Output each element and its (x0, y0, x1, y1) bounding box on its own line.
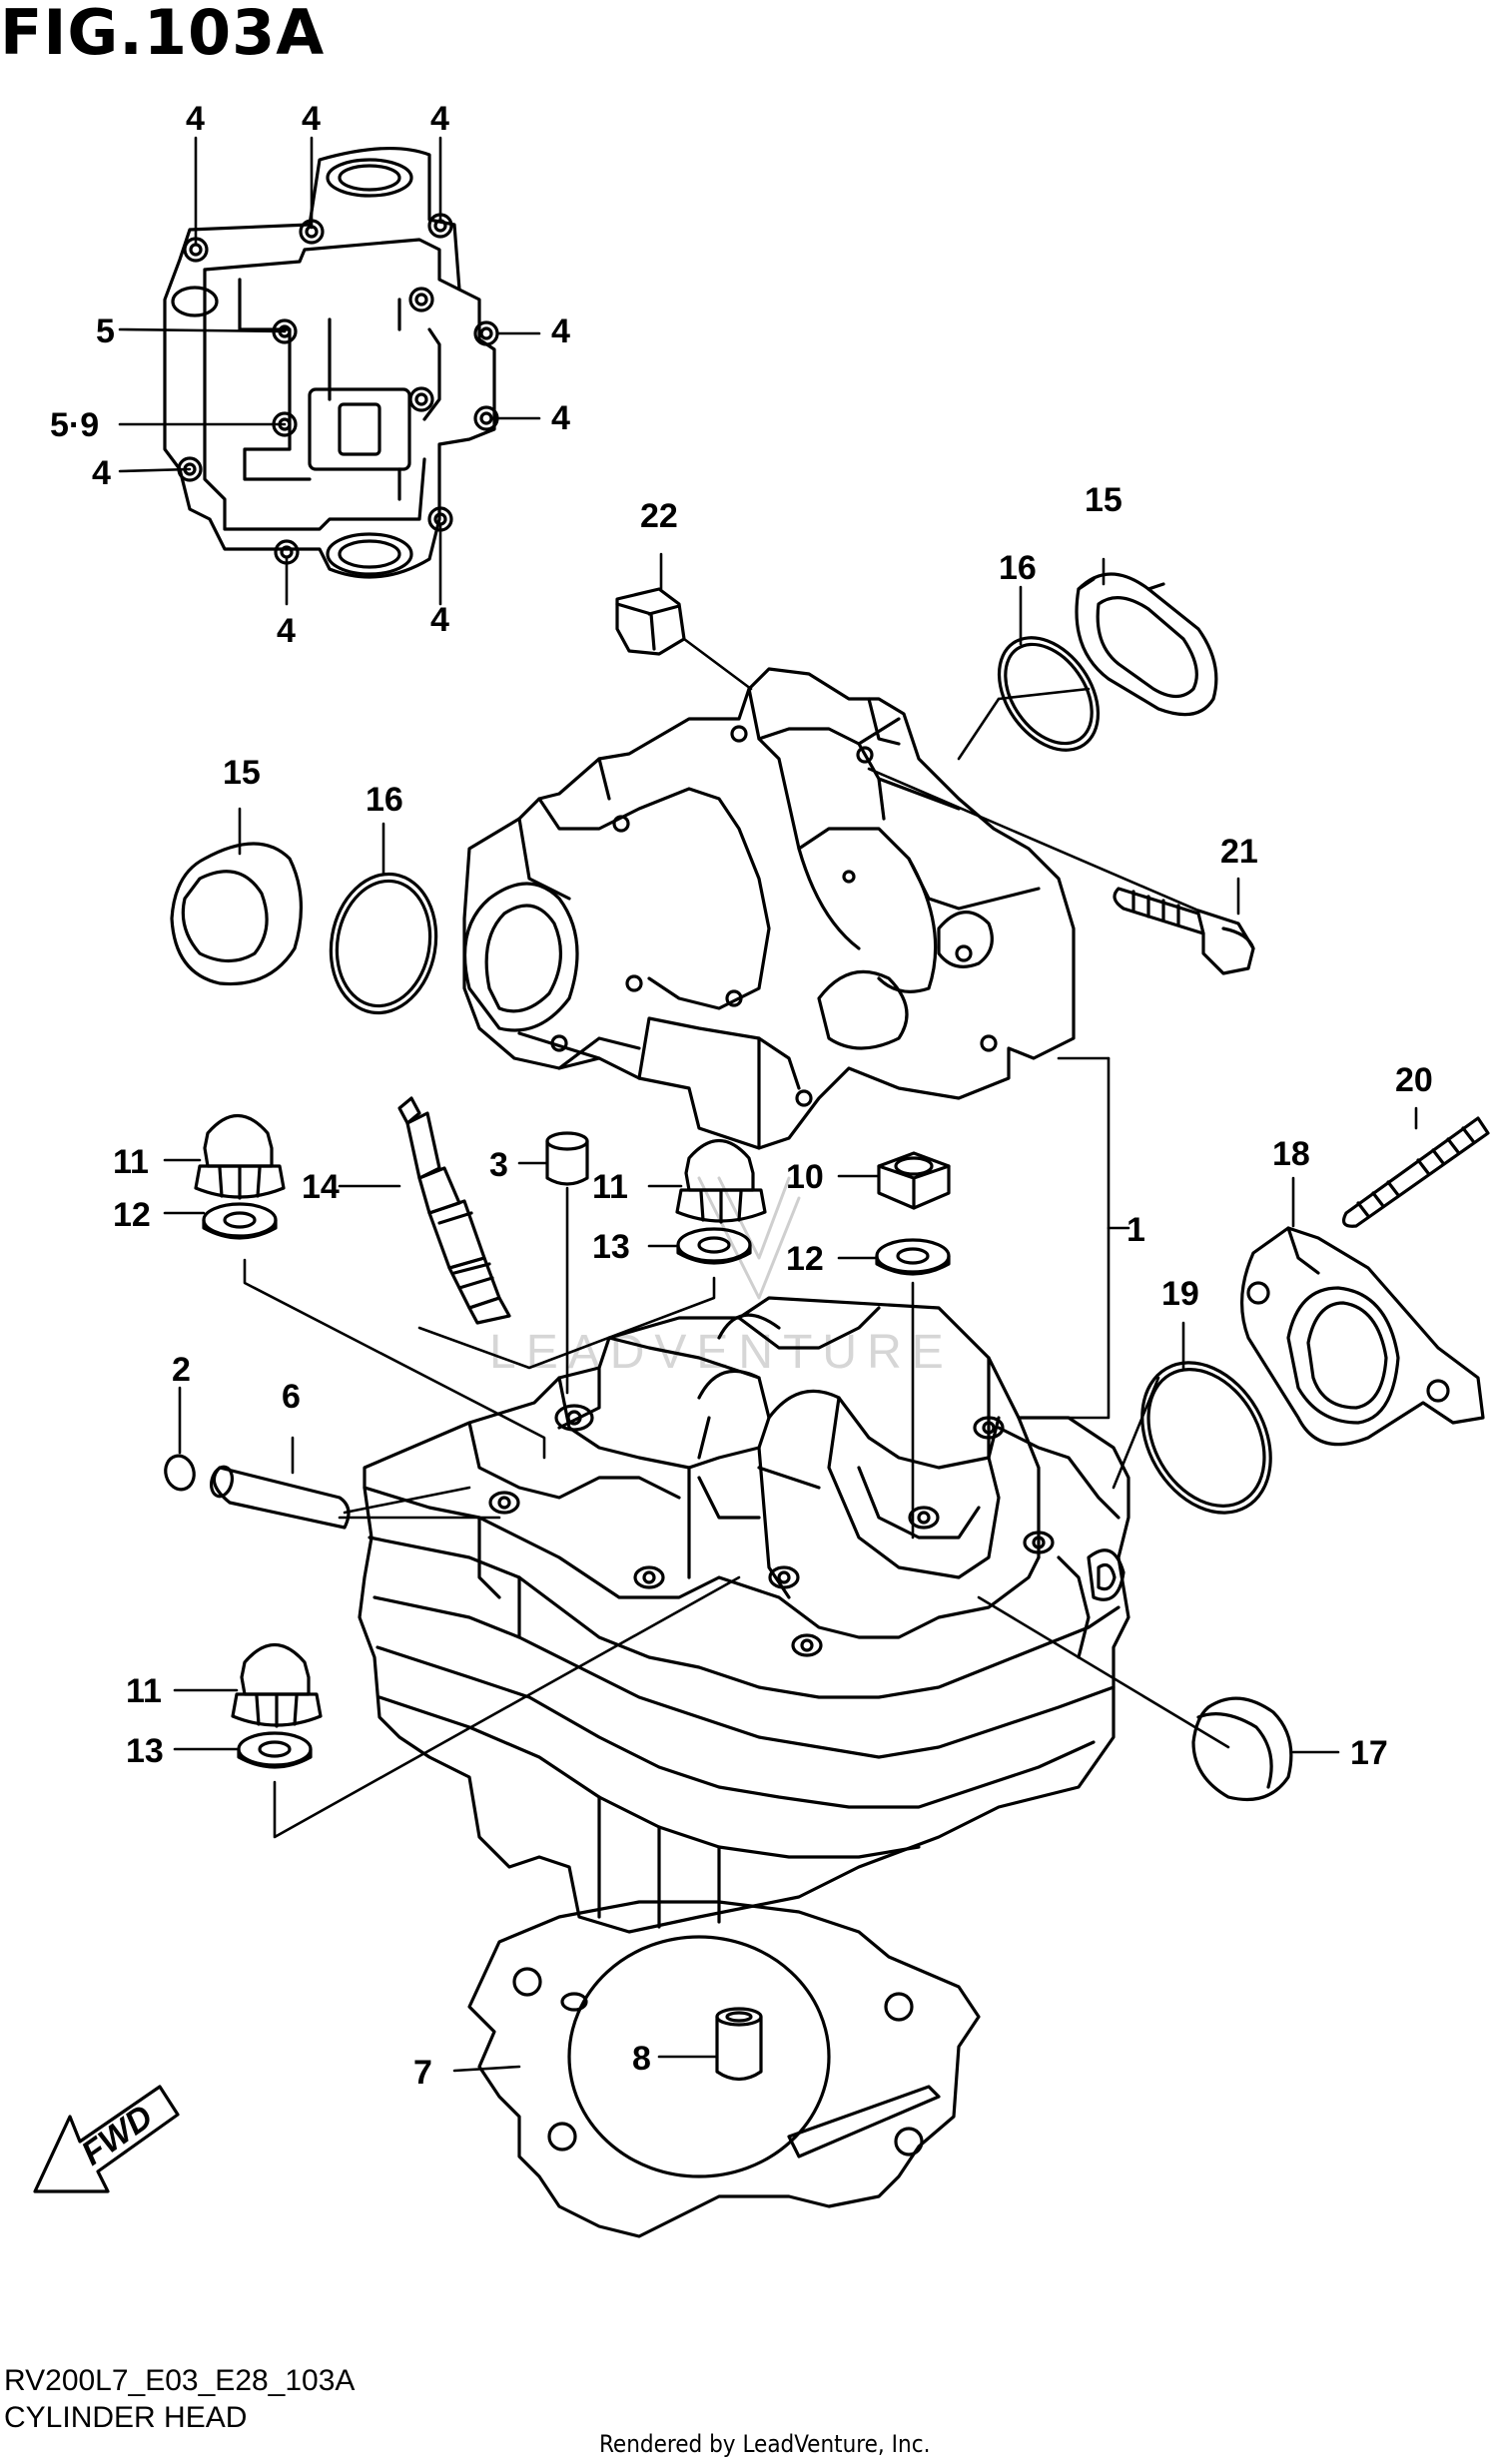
o-ring-2-part (164, 1454, 196, 1492)
callout-13: 13 (126, 1732, 164, 1770)
callout-16: 16 (366, 781, 403, 819)
callout-11: 11 (113, 1143, 149, 1181)
callout-21: 21 (1220, 833, 1258, 871)
callout-20: 20 (1395, 1061, 1433, 1099)
section-name: CYLINDER HEAD (4, 2401, 248, 2434)
dowel-pin-part (715, 2007, 763, 2082)
callout-10: 10 (786, 1158, 824, 1196)
diagram-code: RV200L7_E03_E28_103A (4, 2364, 356, 2397)
callout-labels: 4 4 4 5 5·9 4 4 4 4 4 22 15 16 15 16 21 … (50, 100, 1433, 2092)
callout-4: 4 (186, 100, 205, 138)
callout-11: 11 (126, 1672, 162, 1710)
spark-plug-14-part (397, 1096, 511, 1325)
intake-pipe-18-part (1240, 1226, 1485, 1447)
callout-5-9: 5·9 (50, 406, 99, 444)
callout-12: 12 (113, 1196, 151, 1234)
nut-10-part (877, 1151, 951, 1210)
callout-14: 14 (302, 1168, 340, 1206)
plug-17-part (1191, 1696, 1293, 1802)
callout-22: 22 (640, 497, 678, 535)
valve-cover-leaders (118, 136, 541, 606)
callout-4: 4 (430, 100, 449, 138)
callout-4: 4 (430, 601, 449, 639)
valve-cover-part (163, 146, 499, 579)
o-ring-19-part (1140, 1361, 1272, 1515)
callout-13: 13 (592, 1228, 630, 1266)
fwd-arrow: FWD (33, 2085, 180, 2193)
callout-15: 15 (223, 754, 261, 792)
cylinder-head-part (358, 1296, 1130, 1934)
watermark: LEADVENTURE (489, 1176, 954, 1379)
gasket-part (467, 1900, 981, 2238)
cap-nut-11-c-part (231, 1642, 323, 1728)
cam-housing-part (462, 667, 1076, 1150)
watermark-text: LEADVENTURE (489, 1326, 954, 1379)
callout-16: 16 (999, 549, 1037, 587)
leader-lines (163, 552, 1418, 2073)
callout-5: 5 (96, 312, 115, 350)
washer-13-a-part (676, 1227, 752, 1265)
oil-seal-15-left-part (170, 842, 303, 986)
figure-title: FIG.103A (0, 0, 326, 69)
callout-17: 17 (1350, 1734, 1388, 1772)
o-ring-16-left-part (329, 872, 438, 1015)
callout-19: 19 (1161, 1275, 1199, 1313)
callout-2: 2 (172, 1351, 191, 1389)
callout-1: 1 (1126, 1211, 1145, 1249)
dowel-3-part (545, 1131, 589, 1186)
callout-3: 3 (489, 1146, 508, 1184)
cap-nut-11-b-part (675, 1138, 767, 1224)
stud-20-part (1342, 1116, 1490, 1228)
callout-4: 4 (551, 312, 570, 350)
callout-6: 6 (282, 1378, 301, 1416)
callout-4: 4 (551, 399, 570, 437)
render-credit: Rendered by LeadVenture, Inc. (599, 2430, 931, 2458)
washer-12-b-part (875, 1238, 951, 1276)
cap-nut-11-a-part (194, 1113, 286, 1200)
callout-4: 4 (277, 612, 296, 650)
callout-12: 12 (786, 1240, 824, 1278)
o-ring-16-right-part (997, 636, 1101, 752)
callout-8: 8 (632, 2040, 651, 2078)
callout-11: 11 (592, 1168, 628, 1206)
pipe-6-part (209, 1465, 351, 1530)
oil-seal-15-right-part (1075, 572, 1218, 717)
callout-15: 15 (1085, 481, 1123, 519)
washer-13-b-part (237, 1731, 313, 1769)
bolt-21-part (1113, 887, 1255, 975)
callout-7: 7 (413, 2054, 432, 2092)
cap-nut-22-part (615, 587, 686, 656)
callout-4: 4 (302, 100, 321, 138)
callout-18: 18 (1272, 1135, 1310, 1173)
washer-12-a-part (202, 1202, 278, 1240)
callout-4: 4 (92, 454, 111, 492)
